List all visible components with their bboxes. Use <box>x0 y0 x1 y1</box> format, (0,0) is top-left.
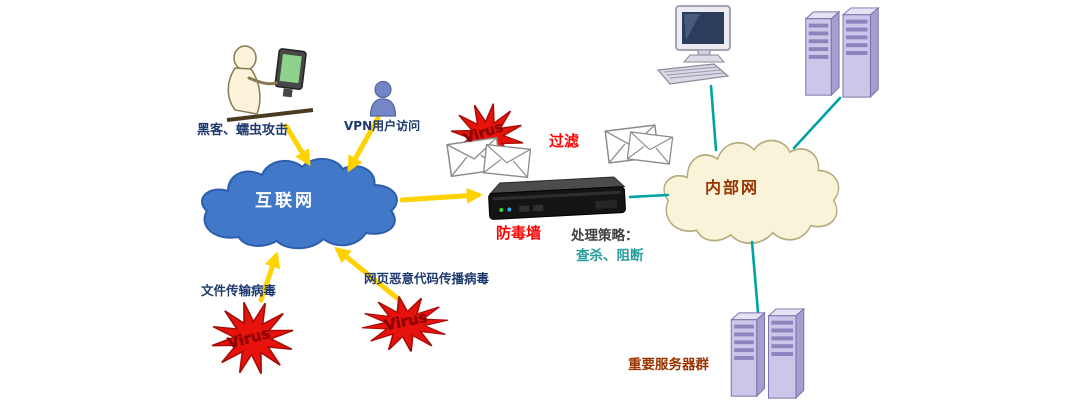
policy-actions-label: 查杀、阻断 <box>576 248 644 264</box>
intranet-cloud-icon <box>663 139 840 245</box>
web-malicious-code-virus-label: 网页恶意代码传播病毒 <box>364 271 490 286</box>
filter-label: 过滤 <box>549 132 580 150</box>
file-transfer-virus-label: 文件传输病毒 <box>201 283 277 298</box>
arrow-webvirus-to-internet <box>334 246 400 301</box>
vpn-user-icon <box>369 80 397 117</box>
vpn-user-label: VPN用户访问 <box>344 119 421 133</box>
hacker-terminal-icon <box>226 45 314 122</box>
intranet-label: 内部网 <box>705 178 760 197</box>
link-intranet-to-workstation <box>709 84 718 152</box>
important-server-group-label: 重要服务器群 <box>628 357 709 373</box>
envelope-icon <box>626 131 674 165</box>
policy-title-label: 处理策略： <box>571 228 639 244</box>
virus-starburst-icon-web <box>361 296 449 352</box>
envelope-icon <box>482 143 532 179</box>
arrow-internet-to-firewall <box>399 187 483 204</box>
arrow-hacker-to-internet <box>283 123 311 167</box>
firewall-label: 防毒墙 <box>496 224 542 242</box>
arrow-vpn-to-internet <box>347 115 381 173</box>
server-tower-icon <box>804 6 880 99</box>
desktop-computer-icon <box>656 5 731 85</box>
link-firewall-to-intranet <box>628 193 670 199</box>
internet-cloud-icon <box>201 158 398 250</box>
link-intranet-to-servers <box>792 96 842 150</box>
link-intranet-to-server-group <box>750 240 760 314</box>
internet-label: 互联网 <box>255 191 315 211</box>
arrow-filevirus-to-internet <box>258 251 280 303</box>
virus-starburst-icon-file <box>211 301 294 375</box>
hacker-attack-label: 黑客、蠕虫攻击 <box>197 123 289 138</box>
firewall-appliance-icon <box>488 176 626 220</box>
server-group-icon <box>729 307 806 400</box>
